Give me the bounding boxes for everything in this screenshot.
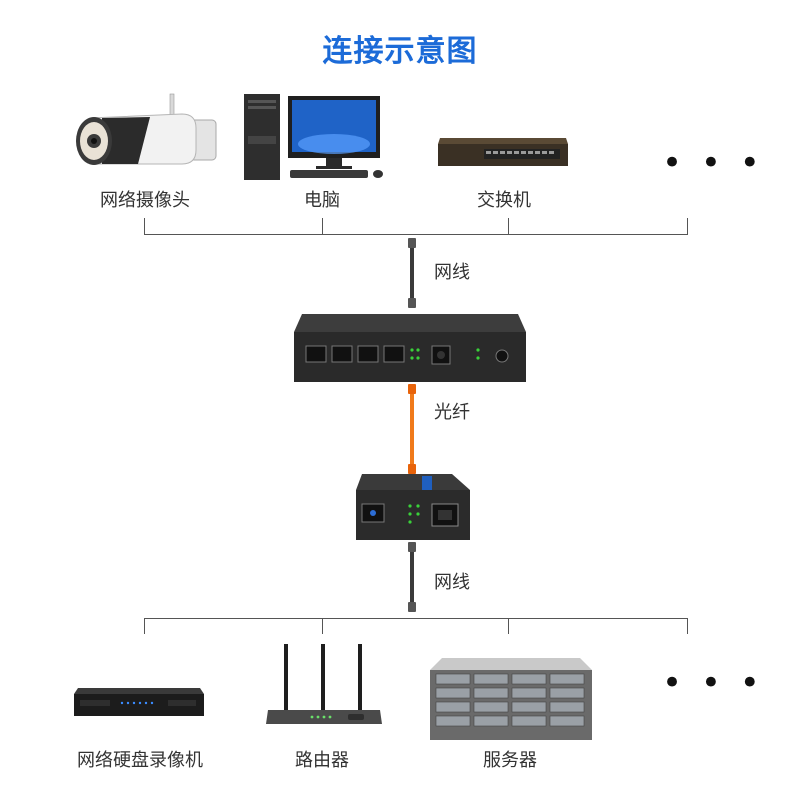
network-switch-icon (436, 136, 570, 170)
rj45-plug-icon (408, 298, 416, 308)
upper-cable-label: 网线 (434, 262, 470, 283)
bus-drop (322, 218, 323, 234)
more-icon: • • • (662, 143, 764, 183)
switch-label: 交换机 (477, 190, 531, 211)
bus-drop (322, 618, 323, 634)
rack-server-icon (428, 656, 594, 742)
fiber-connector-icon (408, 464, 416, 474)
ip-camera-label: 网络摄像头 (100, 190, 190, 211)
computer-label: 电脑 (304, 190, 340, 211)
lower-cable-label: 网线 (434, 572, 470, 593)
bus-drop (687, 218, 688, 234)
server-label: 服务器 (483, 750, 537, 771)
more-icon: • • • (662, 663, 764, 703)
bus-drop (508, 618, 509, 634)
rj45-plug-icon (408, 542, 416, 552)
page-title: 连接示意图 (322, 34, 478, 69)
router-label: 路由器 (295, 750, 349, 771)
desktop-computer-icon (242, 92, 390, 182)
bus-drop (508, 218, 509, 234)
rj45-plug-icon (408, 238, 416, 248)
fiber-converter-1port-icon (352, 472, 474, 542)
nvr-label: 网络硬盘录像机 (77, 750, 203, 771)
nvr-recorder-icon (72, 686, 206, 720)
fiber-label: 光纤 (434, 402, 470, 423)
bus-drop (144, 618, 145, 634)
fiber-connector-icon (408, 384, 416, 394)
top-bus-line (144, 234, 688, 235)
fiber-converter-4port-icon (292, 312, 528, 384)
bottom-bus-line (144, 618, 688, 619)
fiber-cable (410, 394, 414, 464)
bus-drop (144, 218, 145, 234)
network-cable (410, 552, 414, 602)
wifi-router-icon (264, 642, 384, 728)
rj45-plug-icon (408, 602, 416, 612)
ip-camera-icon (72, 88, 222, 180)
bus-drop (687, 618, 688, 634)
network-cable (410, 248, 414, 298)
